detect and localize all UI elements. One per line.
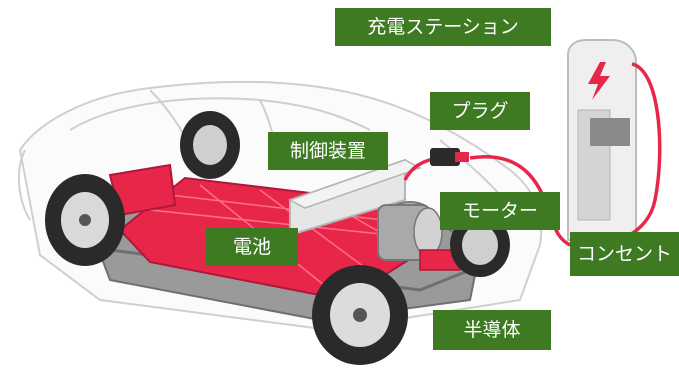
wheel-front-left bbox=[45, 174, 125, 266]
label-charging-station: 充電ステーション bbox=[335, 8, 551, 46]
label-semiconductor: 半導体 bbox=[433, 310, 551, 350]
label-battery: 電池 bbox=[206, 228, 298, 266]
label-motor: モーター bbox=[440, 192, 560, 230]
lightning-bolt-icon bbox=[588, 62, 610, 100]
motor-icon bbox=[377, 201, 461, 271]
wheel-rear-left bbox=[180, 111, 240, 179]
label-controller: 制御装置 bbox=[268, 132, 388, 170]
label-outlet: コンセント bbox=[570, 232, 679, 276]
charging-station-icon bbox=[567, 39, 637, 241]
wheel-front-right bbox=[312, 265, 408, 365]
plug-icon bbox=[430, 148, 469, 166]
label-plug: プラグ bbox=[430, 92, 530, 130]
controller-unit bbox=[288, 158, 422, 237]
